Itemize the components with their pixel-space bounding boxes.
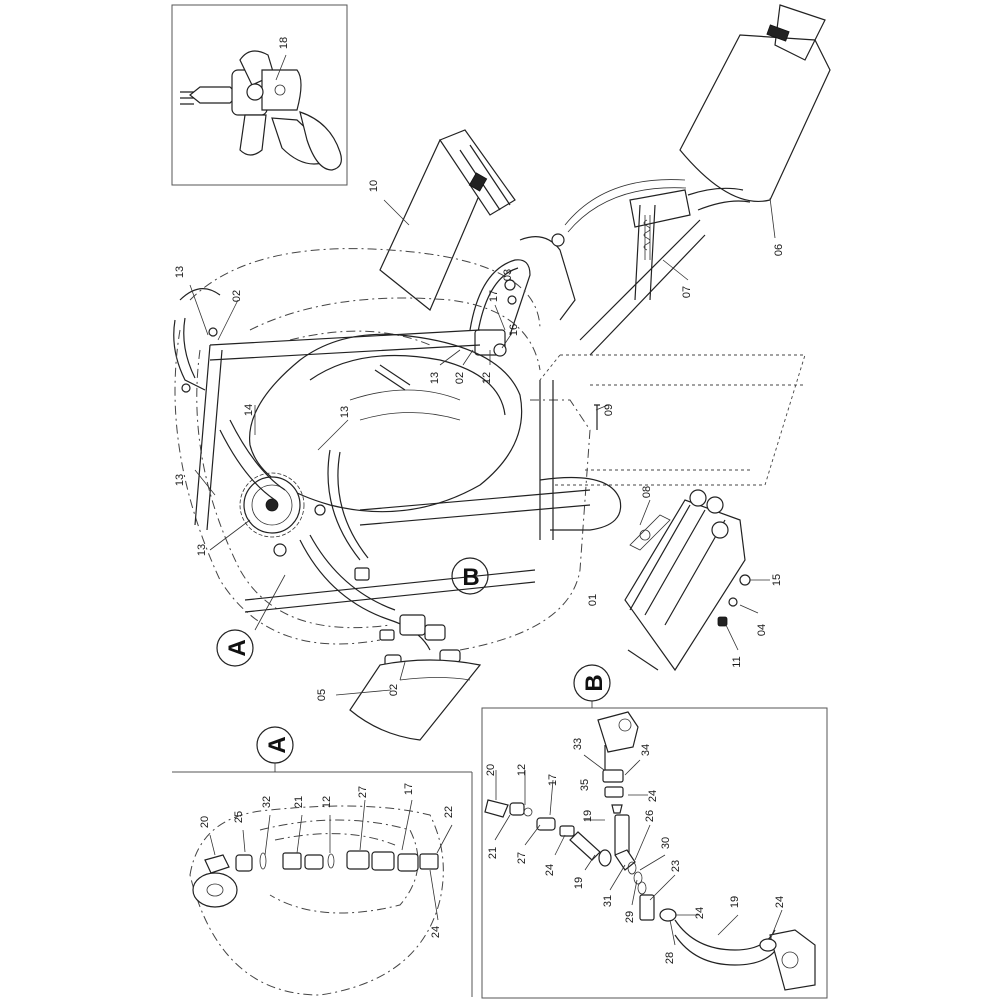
main-part-label-15: 13 xyxy=(174,474,186,486)
detail-b-part-label-20: 24 xyxy=(774,896,786,908)
main-part-label-9: 13 xyxy=(429,372,441,384)
main-part-label-6: 03 xyxy=(502,269,514,281)
chute-part-05 xyxy=(349,659,482,741)
detail-b-part-label-0: 20 xyxy=(485,764,497,776)
main-part-label-1: 10 xyxy=(368,180,380,192)
detail-b-part-label-2: 17 xyxy=(547,774,559,786)
detail-b-part-label-16: 29 xyxy=(624,911,636,923)
detail-a-part-label-2: 32 xyxy=(261,796,273,808)
main-part-label-17: 08 xyxy=(641,486,653,498)
detail-a-part-label-0: 20 xyxy=(199,816,211,828)
detail-b-part-label-11: 21 xyxy=(487,847,499,859)
main-part-label-22: 05 xyxy=(316,689,328,701)
detail-b-letter: B xyxy=(581,674,608,691)
detail-b-part-label-4: 34 xyxy=(640,744,652,756)
detail-b-part-label-6: 24 xyxy=(647,790,659,802)
main-assembly xyxy=(173,4,831,741)
detail-a-letter: A xyxy=(264,736,291,753)
chute-part-06 xyxy=(679,34,831,202)
main-part-label-23: 02 xyxy=(388,684,400,696)
main-part-label-18: 01 xyxy=(587,594,599,606)
main-part-label-12: 09 xyxy=(603,404,615,416)
detail-b-part-label-18: 24 xyxy=(694,907,706,919)
main-part-label-11: 12 xyxy=(481,372,493,384)
main-part-label-21: 11 xyxy=(731,656,743,667)
main-part-label-20: 04 xyxy=(756,624,768,636)
handle-part-01 xyxy=(624,499,746,672)
main-part-label-3: 07 xyxy=(681,286,693,298)
detail-a-part-label-1: 25 xyxy=(233,811,245,823)
main-part-label-7: 17 xyxy=(488,290,500,302)
detail-b-part-label-1: 12 xyxy=(516,764,528,776)
detail-a-part-label-3: 21 xyxy=(293,796,305,808)
main-part-label-19: 15 xyxy=(771,574,783,586)
inset-handle-view xyxy=(171,4,348,186)
detail-b-part-label-5: 35 xyxy=(579,779,591,791)
detail-b-part-label-10: 23 xyxy=(670,860,682,872)
detail-b-part-label-3: 33 xyxy=(572,738,584,750)
detail-a-part-label-4: 12 xyxy=(321,796,333,808)
detail-a-part-labels: 20 25 32 21 12 27 17 22 24 xyxy=(199,783,455,938)
detail-a-part-label-7: 22 xyxy=(443,806,455,818)
main-part-label-8: 16 xyxy=(508,324,520,336)
callout-b-letter: B xyxy=(462,564,479,591)
detail-b-part-label-8: 26 xyxy=(644,810,656,822)
main-part-label-5: 02 xyxy=(231,290,243,302)
detail-a-part-label-5: 27 xyxy=(357,786,369,798)
callout-a-letter: A xyxy=(224,639,251,656)
main-part-label-10: 02 xyxy=(454,372,466,384)
detail-b-part-label-7: 19 xyxy=(582,810,594,822)
detail-b-part-label-9: 30 xyxy=(660,837,672,849)
detail-b-part-label-13: 24 xyxy=(544,864,556,876)
detail-b-part-label-14: 19 xyxy=(573,877,585,889)
main-part-label-4: 13 xyxy=(174,266,186,278)
main-part-label-16: 13 xyxy=(196,544,208,556)
detail-b-part-label-19: 19 xyxy=(729,896,741,908)
detail-b-view xyxy=(481,664,828,999)
detail-b-part-labels: 20 12 17 33 34 35 24 19 26 30 23 21 27 24 19 31 29 28 24 19… xyxy=(485,738,786,964)
main-part-label-14: 14 xyxy=(243,404,255,416)
detail-a-view xyxy=(172,726,473,997)
detail-b-part-label-17: 28 xyxy=(664,952,676,964)
detail-b-part-label-15: 31 xyxy=(602,895,614,907)
main-part-label-0: 18 xyxy=(278,37,290,49)
main-part-label-13: 13 xyxy=(339,406,351,418)
detail-a-part-label-8: 24 xyxy=(430,926,442,938)
main-part-label-2: 06 xyxy=(773,244,785,256)
detail-a-part-label-6: 17 xyxy=(403,783,415,795)
detail-b-part-label-12: 27 xyxy=(516,852,528,864)
